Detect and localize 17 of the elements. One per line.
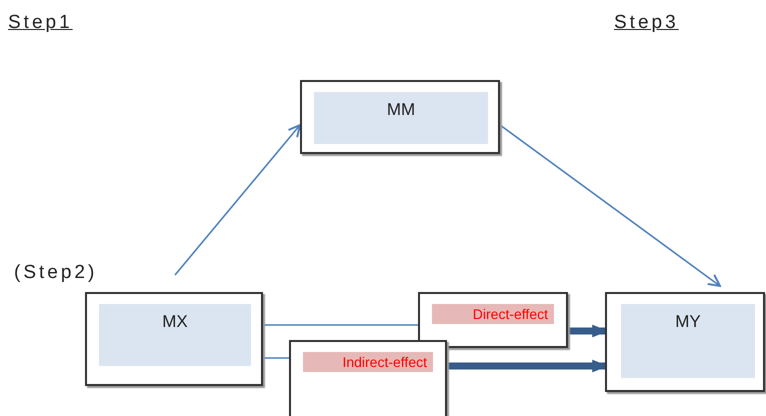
arrow [174,124,301,276]
variable-box [605,292,765,392]
step-label: Step3 [614,12,679,34]
connector-line [263,324,418,326]
variable-label: MX [161,312,189,332]
effect-box [418,292,568,348]
effect-box [289,340,447,416]
variable-box [85,292,263,386]
effect-label: Indirect-effect [303,352,433,372]
arrow [500,124,721,287]
step-label: Step1 [8,12,73,34]
variable-label: MM [386,100,416,120]
step-label: (Step2) [14,262,98,284]
variable-label: MY [674,312,702,332]
connector-line [263,357,289,359]
effect-label: Direct-effect [432,304,554,324]
variable-box [300,80,500,154]
